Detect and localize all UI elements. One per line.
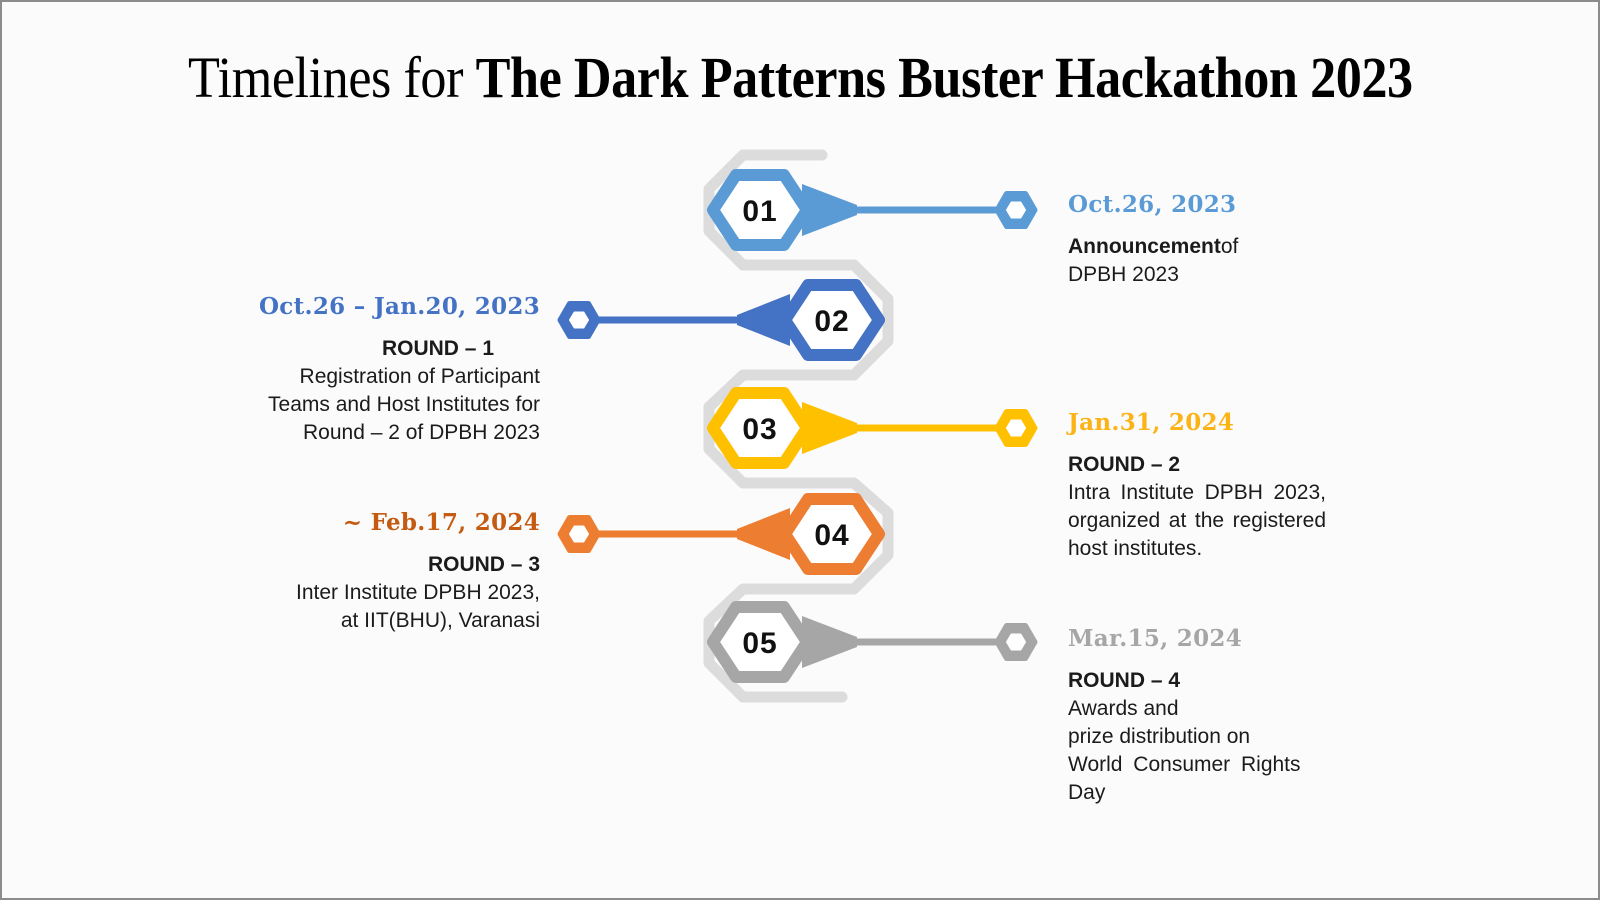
connector-taper [802, 184, 857, 236]
node-number: 05 [742, 627, 777, 660]
node-number: 03 [742, 413, 777, 446]
body-line: Round – 2 of DPBH 2023 [303, 421, 540, 444]
body-line: Announcementof [1068, 233, 1328, 261]
endpoint-hole [569, 311, 589, 329]
title-bold-part: The Dark Patterns Buster Hackathon 2023 [475, 45, 1413, 110]
node-number: 04 [814, 519, 849, 552]
connector-taper [737, 294, 790, 346]
milestone-1-text: Oct.26, 2023 Announcementof DPBH 2023 [1068, 192, 1328, 289]
milestone-2-date: Oct.26 – Jan.20, 2023 [258, 293, 540, 320]
milestone-1-body: Announcementof DPBH 2023 [1068, 233, 1328, 289]
milestone-2-body: ROUND – 1 Registration of Participant Te… [200, 335, 540, 447]
body-line: organized at the registered [1068, 509, 1326, 532]
round-label: ROUND – 4 [1068, 669, 1181, 692]
connector-taper [802, 616, 857, 668]
timeline-node-03: 03 [707, 387, 1038, 469]
body-line: Teams and Host Institutes for [268, 393, 540, 416]
body-line-rest: of [1220, 235, 1239, 258]
milestone-2-text: Oct.26 – Jan.20, 2023 ROUND – 1 Registra… [200, 294, 540, 447]
timeline-node-05: 05 [707, 601, 1038, 683]
milestone-5-body: ROUND – 4 Awards and prize distribution … [1068, 667, 1326, 807]
round-label: ROUND – 2 [1068, 453, 1181, 476]
body-line: DPBH 2023 [1068, 263, 1179, 286]
title-regular-part: Timelines for [187, 45, 476, 110]
endpoint-hole [569, 525, 589, 543]
endpoint-hole [1006, 201, 1026, 219]
milestone-4-body: ROUND – 3 Inter Institute DPBH 2023, at … [200, 551, 540, 635]
milestone-3-date: Jan.31, 2024 [1068, 409, 1235, 436]
milestone-4-text: ~ Feb.17, 2024 ROUND – 3 Inter Institute… [200, 510, 540, 635]
body-line-bold: Announcement [1068, 235, 1221, 258]
milestone-4-date: ~ Feb.17, 2024 [342, 509, 540, 536]
timeline-node-04: 04 [557, 493, 885, 575]
node-hexagon [707, 601, 813, 683]
connector-taper [802, 402, 857, 454]
milestone-3-body: ROUND – 2 Intra Institute DPBH 2023, org… [1068, 451, 1326, 563]
endpoint-hole [1006, 633, 1026, 651]
body-line: World Consumer Rights [1068, 753, 1301, 776]
milestone-3-text: Jan.31, 2024 ROUND – 2 Intra Institute D… [1068, 410, 1326, 563]
milestone-5-date: Mar.15, 2024 [1068, 625, 1243, 652]
node-hexagon [707, 169, 813, 251]
node-hexagon [707, 387, 813, 469]
node-number: 02 [814, 305, 849, 338]
body-line: prize distribution on [1068, 725, 1251, 748]
timeline-node-02: 02 [557, 279, 885, 361]
round-label: ROUND – 1 [381, 337, 494, 360]
body-line: Day [1068, 781, 1106, 804]
body-line: host institutes. [1068, 537, 1203, 560]
timeline-node-01: 01 [707, 169, 1038, 251]
connector-taper [737, 508, 790, 560]
body-line: Awards and [1068, 697, 1179, 720]
milestone-5-text: Mar.15, 2024 ROUND – 4 Awards and prize … [1068, 626, 1326, 807]
page-title: Timelines for The Dark Patterns Buster H… [2, 45, 1598, 111]
body-line: at IIT(BHU), Varanasi [340, 609, 540, 632]
milestone-1-date: Oct.26, 2023 [1068, 191, 1237, 218]
node-hexagon [779, 279, 885, 361]
round-label: ROUND – 3 [427, 553, 540, 576]
node-hexagon [779, 493, 885, 575]
endpoint-hole [1006, 419, 1026, 437]
body-line: Intra Institute DPBH 2023, [1068, 481, 1326, 504]
body-line: Inter Institute DPBH 2023, [296, 581, 540, 604]
body-line: Registration of Participant [299, 365, 540, 388]
node-number: 01 [742, 195, 777, 228]
